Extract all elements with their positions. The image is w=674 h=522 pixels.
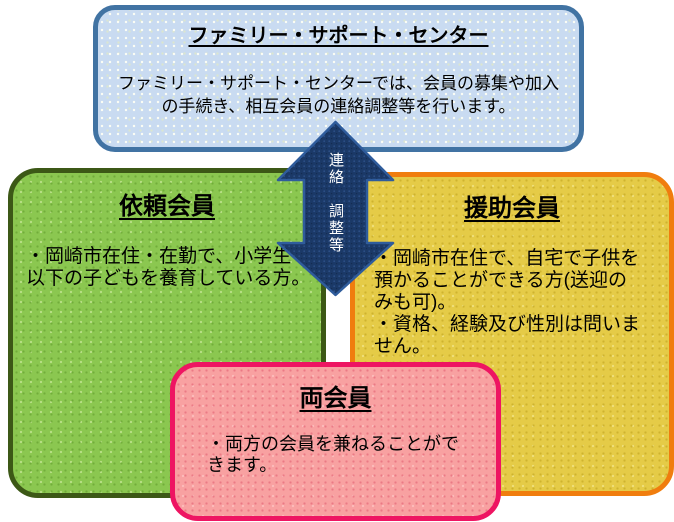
- family-support-center-title: ファミリー・サポート・センター: [188, 25, 489, 47]
- description-line: ファミリー・サポート・センターでは、会員の募集や加入: [118, 74, 559, 93]
- description-line: 預かることができる方(送迎の: [374, 270, 627, 291]
- description-line: 以下の子どもを養育している方。: [26, 268, 311, 289]
- description-line: みも可)。: [374, 292, 457, 313]
- support-member-description: ・岡崎市在住で、自宅で子供を 預かることができる方(送迎の みも可)。 ・資格、…: [355, 248, 669, 358]
- both-member-title: 両会員: [299, 385, 372, 412]
- description-line: きます。: [207, 455, 278, 475]
- arrow-label: 連絡 調整等: [327, 152, 344, 254]
- request-member-title: 依頼会員: [119, 193, 215, 220]
- request-member-description: ・岡崎市在住・在勤で、小学生 以下の子どもを養育している方。: [13, 246, 321, 290]
- family-support-center-box: ファミリー・サポート・センター ファミリー・サポート・センターでは、会員の募集や…: [93, 5, 584, 152]
- both-member-description: ・両方の会員を兼ねることがで きます。: [175, 434, 496, 476]
- description-line: せん。: [374, 336, 432, 357]
- description-line: ・資格、経験及び性別は問いま: [374, 314, 641, 335]
- family-support-center-description: ファミリー・サポート・センターでは、会員の募集や加入 の手続き、相互会員の連絡調…: [98, 72, 579, 118]
- description-line: の手続き、相互会員の連絡調整等を行います。: [161, 97, 516, 116]
- description-line: ・岡崎市在住で、自宅で子供を: [374, 248, 640, 269]
- description-line: ・岡崎市在住・在勤で、小学生: [26, 246, 292, 267]
- support-member-title: 援助会員: [464, 195, 560, 222]
- description-line: ・両方の会員を兼ねることがで: [207, 434, 459, 454]
- both-member-box: 両会員 ・両方の会員を兼ねることがで きます。: [170, 362, 501, 521]
- up-down-arrow-icon: [276, 120, 395, 297]
